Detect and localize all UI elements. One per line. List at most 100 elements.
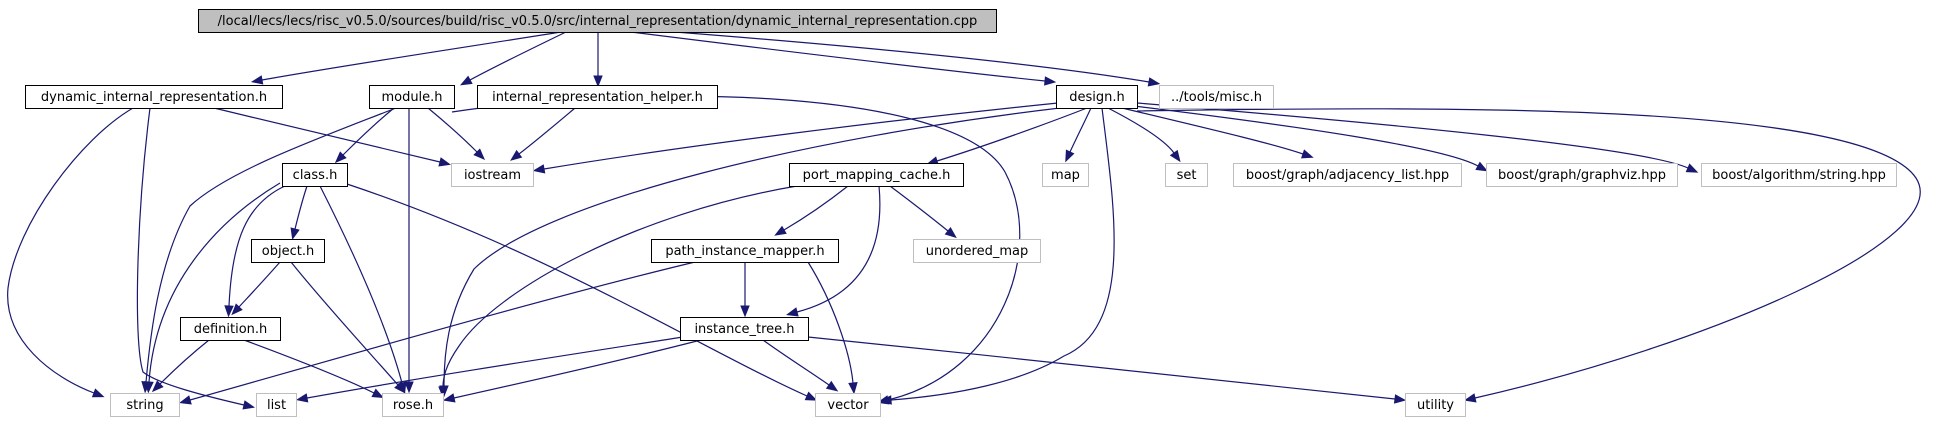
- edge-arrowhead: [1393, 394, 1407, 404]
- edge-pmc_h-to-pim_h: [774, 185, 849, 236]
- node-vector[interactable]: vector: [815, 393, 881, 417]
- node-it-h[interactable]: instance_tree.h: [680, 317, 809, 341]
- node-box[interactable]: [1233, 163, 1462, 187]
- edge-it_h-to-vector: [762, 339, 839, 392]
- edge-arrowhead: [91, 388, 105, 398]
- node-box[interactable]: [789, 163, 964, 187]
- node-label: map: [1051, 168, 1080, 183]
- node-iostream[interactable]: iostream: [451, 163, 534, 187]
- edge-arrowhead: [944, 227, 957, 239]
- edge-line: [543, 102, 1059, 170]
- edge-arrowhead: [804, 391, 818, 401]
- edge-pim_h-to-it_h: [740, 262, 750, 318]
- edge-arrowhead: [438, 386, 448, 399]
- node-label: port_mapping_cache.h: [803, 168, 951, 183]
- node-box[interactable]: [110, 393, 180, 417]
- node-box[interactable]: [1056, 85, 1138, 109]
- node-box[interactable]: [369, 85, 455, 109]
- node-label: /local/lecs/lecs/risc_v0.5.0/sources/bui…: [218, 14, 978, 29]
- node-utility[interactable]: utility: [1405, 393, 1466, 417]
- edge-arrowhead: [242, 400, 256, 410]
- edge-it_h-to-rose: [442, 339, 702, 403]
- node-box[interactable]: [913, 239, 1041, 263]
- node-class-h[interactable]: class.h: [282, 163, 348, 187]
- edge-line: [238, 261, 281, 308]
- node-string[interactable]: string: [110, 393, 180, 417]
- node-label: list: [267, 398, 286, 413]
- edge-arrowhead: [224, 305, 234, 318]
- node-box[interactable]: [1042, 163, 1089, 187]
- node-box[interactable]: [256, 393, 297, 417]
- edge-design_h-to-map: [1065, 107, 1092, 163]
- node-box[interactable]: [451, 163, 534, 187]
- node-box[interactable]: [25, 85, 283, 109]
- node-module-h[interactable]: module.h: [369, 85, 455, 109]
- node-box[interactable]: [282, 163, 348, 187]
- edge-root-to-irh_h: [593, 32, 603, 88]
- node-set[interactable]: set: [1165, 163, 1208, 187]
- node-irh-h[interactable]: internal_representation_helper.h: [477, 85, 718, 109]
- edge-arrowhead: [473, 148, 486, 161]
- node-pim-h[interactable]: path_instance_mapper.h: [651, 239, 839, 263]
- node-rose[interactable]: rose.h: [382, 393, 444, 417]
- node-dir-h[interactable]: dynamic_internal_representation.h: [25, 85, 283, 109]
- edge-pim_h-to-vector: [807, 261, 858, 395]
- node-umap[interactable]: unordered_map: [913, 239, 1041, 263]
- node-label: dynamic_internal_representation.h: [41, 90, 267, 105]
- node-box[interactable]: [1701, 163, 1897, 187]
- node-box[interactable]: [477, 85, 718, 109]
- edge-module_h-to-class_h: [334, 107, 395, 164]
- edge-line: [889, 185, 949, 232]
- edge-arrowhead: [371, 388, 385, 399]
- node-label: ../tools/misc.h: [1171, 90, 1262, 105]
- node-adj[interactable]: boost/graph/adjacency_list.hpp: [1233, 163, 1462, 187]
- node-label: rose.h: [393, 398, 433, 413]
- node-box[interactable]: [651, 239, 839, 263]
- edge-class_h-to-string: [144, 182, 281, 394]
- node-design-h[interactable]: design.h: [1056, 85, 1138, 109]
- node-label: design.h: [1069, 90, 1125, 105]
- node-bstr[interactable]: boost/algorithm/string.hpp: [1701, 163, 1897, 187]
- node-box[interactable]: [1405, 393, 1466, 417]
- node-box[interactable]: [1486, 163, 1678, 187]
- edge-line: [342, 107, 395, 156]
- edge-line: [518, 107, 576, 155]
- node-pmc-h[interactable]: port_mapping_cache.h: [789, 163, 964, 187]
- node-box[interactable]: [1165, 163, 1208, 187]
- node-gviz[interactable]: boost/graph/graphviz.hpp: [1486, 163, 1678, 187]
- edge-line: [762, 339, 830, 386]
- edge-design_h-to-set: [1107, 107, 1181, 163]
- edge-dir_h-to-string: [7, 107, 134, 398]
- node-misc-h[interactable]: ../tools/misc.h: [1159, 85, 1274, 109]
- edge-arrowhead: [290, 227, 300, 240]
- node-root[interactable]: /local/lecs/lecs/risc_v0.5.0/sources/bui…: [198, 9, 997, 33]
- node-label: boost/graph/graphviz.hpp: [1498, 168, 1666, 183]
- node-box[interactable]: [180, 317, 281, 341]
- node-box[interactable]: [1159, 85, 1274, 109]
- node-box[interactable]: [815, 393, 881, 417]
- edge-arrowhead: [404, 381, 414, 394]
- node-map[interactable]: map: [1042, 163, 1089, 187]
- edge-line: [442, 185, 798, 388]
- node-label: internal_representation_helper.h: [492, 90, 703, 105]
- edge-line: [319, 185, 403, 384]
- edge-arrowhead: [825, 380, 839, 392]
- edge-class_h-to-rose: [319, 185, 407, 394]
- node-def-h[interactable]: definition.h: [180, 317, 281, 341]
- edge-root-to-misc_h: [674, 31, 1161, 87]
- node-box[interactable]: [198, 9, 997, 33]
- edge-line: [346, 183, 808, 397]
- edge-design_h-to-iostream: [532, 102, 1059, 174]
- edge-line: [136, 107, 245, 406]
- node-label: object.h: [262, 244, 314, 259]
- node-object-h[interactable]: object.h: [251, 239, 325, 263]
- edge-line: [1069, 107, 1092, 153]
- node-box[interactable]: [382, 393, 444, 417]
- node-box[interactable]: [251, 239, 325, 263]
- node-box[interactable]: [680, 317, 809, 341]
- edge-line: [936, 107, 1088, 162]
- edge-line: [228, 185, 286, 307]
- node-list[interactable]: list: [256, 393, 297, 417]
- edge-arrowhead: [1147, 77, 1161, 87]
